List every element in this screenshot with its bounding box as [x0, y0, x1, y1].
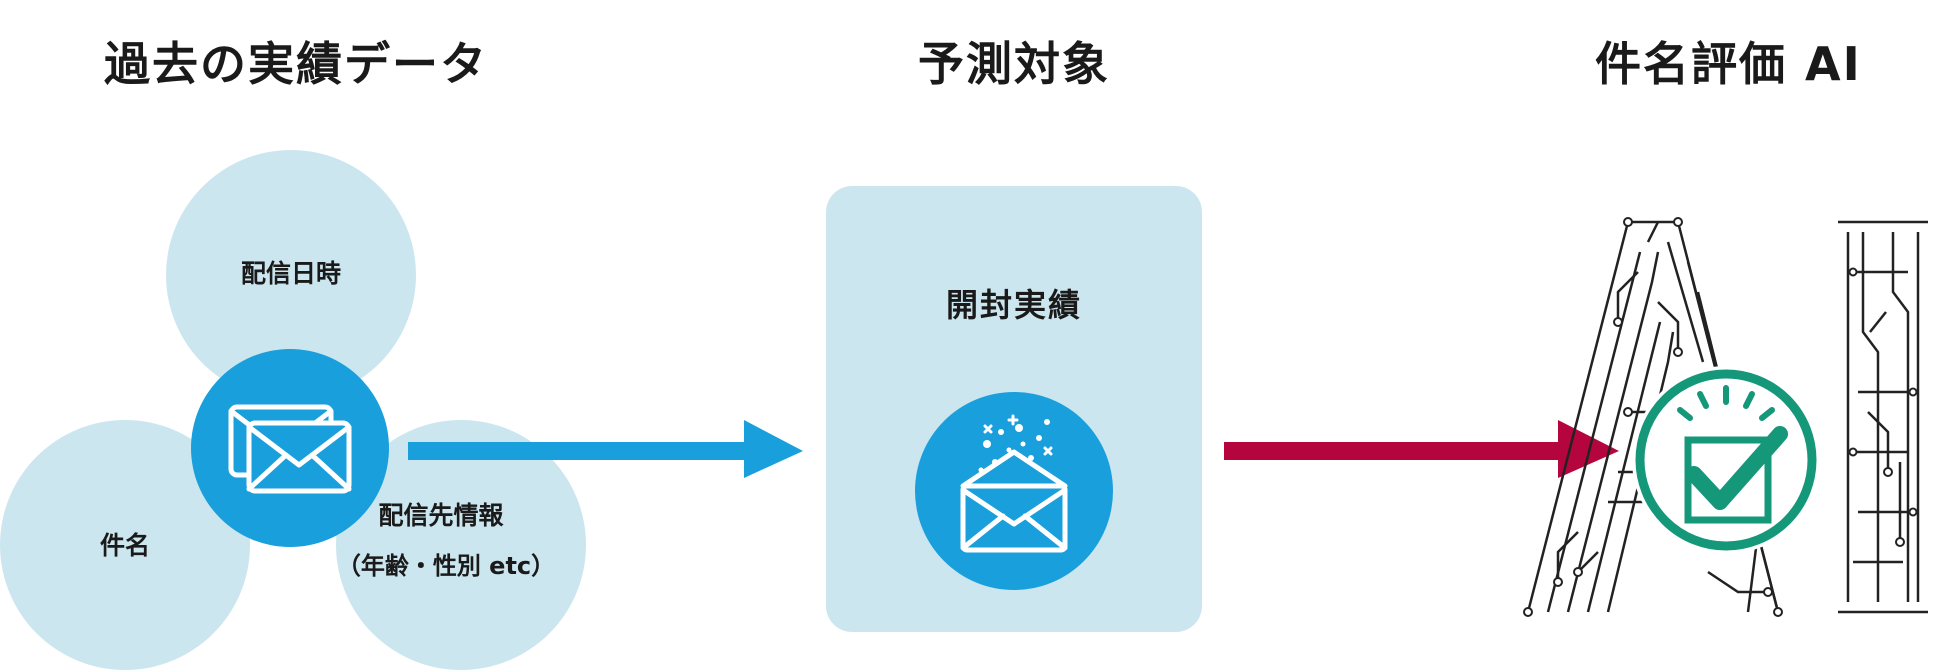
label-recipient-line2: （年齢・性別 etc） — [336, 552, 556, 580]
label-subject: 件名 — [99, 531, 150, 560]
open-envelope-hub — [915, 392, 1113, 590]
ai-circuit-graphic — [1523, 217, 1928, 617]
heading-past-data: 過去の実績データ — [104, 37, 488, 91]
mail-hub — [191, 349, 389, 547]
heading-prediction-target: 予測対象 — [918, 37, 1110, 91]
label-recipient-line1: 配信先情報 — [378, 501, 504, 530]
prediction-target-box: 開封実績 — [826, 186, 1202, 632]
checkmark-badge-icon — [1632, 366, 1820, 554]
heading-subject-evaluation-ai: 件名評価 AI — [1595, 37, 1862, 91]
label-datetime: 配信日時 — [240, 259, 341, 288]
envelopes-icon — [228, 404, 352, 494]
label-open-results: 開封実績 — [945, 286, 1082, 324]
arrow-blue — [408, 420, 803, 478]
open-envelope-icon — [960, 414, 1068, 553]
